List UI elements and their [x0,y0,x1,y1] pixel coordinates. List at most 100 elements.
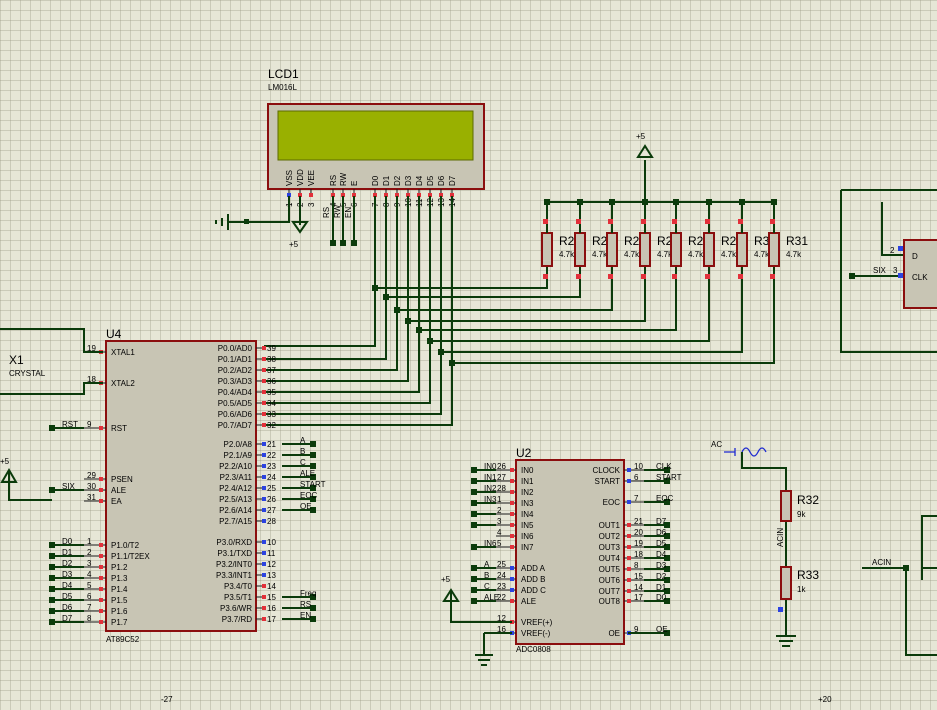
pin-marker [576,274,581,279]
junction-dot [471,489,477,495]
pullup-resistors[interactable]: +5 R24.7kR24.7kR24.7kR24.7kR24.7kR24.7kR… [541,132,808,279]
junction-dot [310,616,316,622]
lcd-component[interactable]: LCD1 LM016L VSS1VDD2VEE3RS4RW5E6D07D18D2… [267,67,485,207]
mcu-pin-label: P3.7/RD [222,615,252,624]
mcu-pin-label: P3.2/INT0 [216,560,253,569]
pin-marker [99,598,103,602]
mcu-pin-number: 11 [267,549,276,558]
junction-dot [471,598,477,604]
resistor-ref: R2 [559,234,575,248]
adc-pin-number: 21 [634,517,643,526]
mcu-pin-label: P1.0/T2 [111,541,140,550]
resistor-body [574,232,586,267]
adc-pin-label: VREF(+) [521,618,553,627]
mcu-pin-label: EA [111,497,122,506]
mcu-pin-number: 7 [87,603,92,612]
mcu-component[interactable]: U4 AT89C52 XTAL119XTAL218RST9PSEN29ALE30… [49,327,326,644]
pin-marker [510,545,514,549]
junction-dot [351,240,357,246]
bus-pullup-wires [374,196,775,364]
resistor-value: 4.7k [657,250,673,259]
lcd-pin-label: E [350,181,359,186]
mcu-pin-label: P2.0/A8 [224,440,253,449]
adc-ref: U2 [516,446,532,460]
coord-left: -27 [161,695,173,704]
mcu-left-pins: XTAL119XTAL218RST9PSEN29ALE30EA31P1.0/T2… [49,344,150,627]
pin-marker [341,193,345,197]
junction-dot [471,565,477,571]
adc-pin-label: OUT1 [599,521,621,530]
mcu-pin-label: RST [111,424,127,433]
mcu-pin-label: P1.5 [111,596,128,605]
adc-part: ADC0808 [516,645,551,654]
mcu-pin-number: 31 [87,493,96,502]
pin-marker [262,346,266,350]
pin-marker [262,617,266,621]
adc-net-label: A [484,560,490,569]
mcu-pin-label: P0.7/AD7 [218,421,253,430]
mcu-net-label: D7 [62,614,73,623]
junction-dot [310,605,316,611]
adc-net-label: IN2 [484,484,497,493]
lcd-pin-label: D7 [448,175,457,186]
pin-marker [262,368,266,372]
mcu-pin-label: P0.0/AD0 [218,344,253,353]
adc-net-label: B [484,571,489,580]
mcu-pin-label: P0.6/AD6 [218,410,253,419]
junction-dot [664,544,670,550]
pin-marker [770,274,775,279]
junction-dot [394,307,400,313]
adc-pin-number: 10 [634,462,643,471]
mcu-net-label: D4 [62,581,73,590]
junction-dot [609,199,615,205]
mcu-pin-label: P3.0/RXD [216,538,252,547]
mcu-net-label: D1 [62,548,73,557]
junction-dot [310,452,316,458]
pin-marker [262,401,266,405]
adc-pin-label: START [595,477,621,486]
adc-pin-label: IN0 [521,466,534,475]
pin-marker [99,499,103,503]
mcu-pin-number: 19 [87,344,96,353]
adc-pin-number: 7 [634,494,639,503]
pin-marker [262,486,266,490]
resistor-body [768,232,780,267]
mcu-pin-number: 34 [267,399,276,408]
flipflop-component[interactable]: D CLK 2 SIX 3 [840,189,937,353]
resistor-ref: R3 [754,234,770,248]
junction-dot [244,219,249,224]
mcu-pin-label: P0.3/AD3 [218,377,253,386]
pin-marker [705,219,710,224]
left-power-wire [0,468,52,501]
lcd-pin-label: RW [339,172,348,186]
lcd-pin-label: VDD [296,169,305,186]
pin-marker [309,193,313,197]
voltage-divider[interactable]: AC R32 9k R33 1k ACIN ACIN [711,440,937,656]
mcu-pin-label: P0.1/AD1 [218,355,253,364]
resistor-ref: R2 [592,234,608,248]
mcu-pin-label: P3.6/WR [220,604,252,613]
lcd-gnd-wire [215,196,290,230]
lcd-ref: LCD1 [268,67,299,81]
r32-value: 9k [797,510,806,519]
pin-marker [608,219,613,224]
crystal-circuit[interactable]: X1 CRYSTAL +5 [0,328,103,501]
junction-dot [664,478,670,484]
mcu-pin-label: P2.5/A13 [219,495,252,504]
adc-pin-label: VREF(-) [521,629,551,638]
pin-marker [262,519,266,523]
resistor-value: 4.7k [688,250,704,259]
junction-dot [49,597,55,603]
mcu-net-label: Freq [300,589,316,598]
adc-pin-number: 2 [497,506,502,515]
adc-component[interactable]: U2 ADC0808 IN026IN127IN228IN31IN42IN53IN… [441,446,682,666]
flipflop-body [903,239,937,309]
junction-dot [471,467,477,473]
adc-pin-number: 6 [634,473,639,482]
junction-dot [664,499,670,505]
mcu-body [105,340,257,632]
adc-net-label: IN0 [484,462,497,471]
mcu-pin-number: 26 [267,495,276,504]
adc-pin-number: 16 [497,625,506,634]
